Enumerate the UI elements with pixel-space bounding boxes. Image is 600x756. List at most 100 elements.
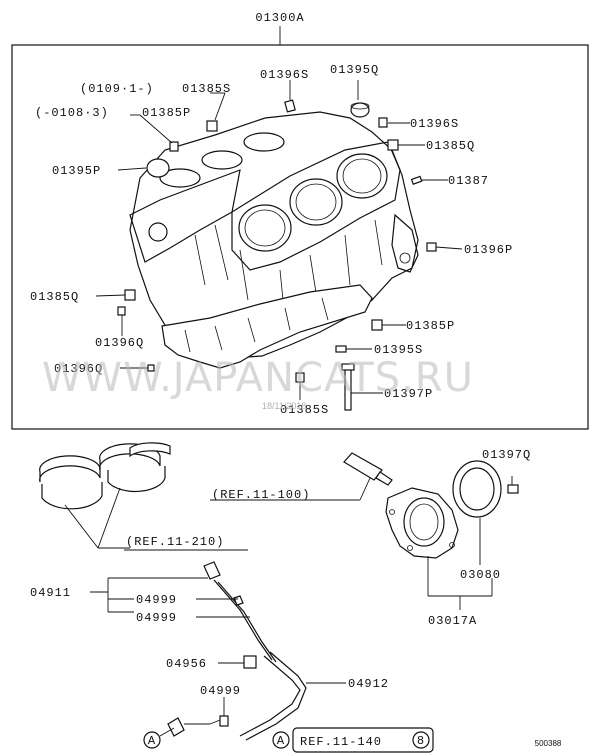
watermark: WWW.JAPANCATS.RU: [42, 355, 474, 401]
circle-a-left-text: A: [148, 734, 156, 748]
bore-1: [238, 204, 292, 252]
label-01396q-low[interactable]: 01396Q: [54, 362, 103, 376]
circle-a-right-text: A: [277, 734, 285, 748]
leader-01385s-top: [214, 92, 226, 121]
label-01385s-bottom[interactable]: 01385S: [280, 403, 329, 417]
guide-tube: [239, 651, 307, 741]
bore-1-inner: [244, 209, 286, 247]
label-01385q-left[interactable]: 01385Q: [30, 290, 79, 304]
left-bank-face: [129, 169, 241, 263]
main-bearing-webs: [184, 297, 329, 353]
oil-seal-inner: [459, 467, 495, 511]
leader-circle-a-left: [159, 727, 175, 737]
01396s-right-part: [378, 117, 388, 128]
small-parts: [117, 99, 437, 411]
left-port: [148, 222, 168, 242]
label-01396q-mid[interactable]: 01396Q: [95, 336, 144, 350]
note-0108: (-0108·3): [35, 106, 109, 120]
label-04956[interactable]: 04956: [166, 657, 207, 671]
label-01385p-right[interactable]: 01385P: [406, 319, 455, 333]
leader-arrow-link: [209, 719, 221, 725]
label-04999-c[interactable]: 04999: [200, 684, 241, 698]
bearing-lower-shell-b: [107, 466, 166, 493]
frame-leaders: [95, 80, 463, 400]
gauge-stick: [213, 579, 277, 663]
01385p-top-part: [169, 141, 179, 152]
oil-seal-case: [385, 487, 459, 559]
cylinder-block-drawing: [129, 111, 419, 369]
label-01396p[interactable]: 01396P: [464, 243, 513, 257]
oil-gauge-guide: [167, 651, 307, 741]
ref-11-140-box[interactable]: [292, 727, 434, 753]
01395s-part: [335, 345, 347, 353]
01396p-part: [426, 242, 437, 252]
leader-01395p: [117, 167, 147, 171]
circle-8: [412, 731, 430, 749]
case-bolt-hole-3: [407, 545, 413, 551]
label-03017a[interactable]: 03017A: [428, 614, 477, 628]
01385q-right-part: [387, 139, 399, 151]
bore-3-inner: [295, 183, 337, 221]
label-01395s[interactable]: 01395S: [374, 343, 423, 357]
circle-a-left[interactable]: [143, 731, 161, 749]
01395p-plug: [146, 158, 170, 178]
circle-a-right[interactable]: [272, 731, 290, 749]
bore-4: [201, 150, 243, 170]
label-01395q-top[interactable]: 01395Q: [330, 63, 379, 77]
sealant-tube-body: [343, 452, 383, 481]
leader-ref-100: [359, 477, 371, 501]
ref-11-140[interactable]: REF.11-140: [300, 735, 382, 749]
oil-seal: [452, 460, 502, 518]
label-03080[interactable]: 03080: [460, 568, 501, 582]
case-bolt-hole-2: [449, 542, 455, 548]
case-bolt-hole-1: [389, 509, 395, 515]
leader-ref-210-a: [64, 504, 99, 549]
circle-8-text: 8: [417, 734, 425, 748]
01396q-mid-part: [117, 306, 126, 316]
label-01385q-right[interactable]: 01385Q: [426, 139, 475, 153]
leader-01385p-top: [139, 114, 173, 144]
label-04911[interactable]: 04911: [30, 586, 71, 600]
label-01396s-top[interactable]: 01396S: [260, 68, 309, 82]
label-01385p-top[interactable]: 01385P: [142, 106, 191, 120]
oil-seal-case-bore-inner: [409, 503, 439, 541]
label-04999-a[interactable]: 04999: [136, 593, 177, 607]
ref-11-100[interactable]: (REF.11-100): [212, 488, 310, 502]
diagram-id: 500388: [535, 739, 562, 748]
oil-seal-case-bore: [403, 497, 445, 547]
01385p-right-part: [371, 319, 383, 331]
label-01387[interactable]: 01387: [448, 174, 489, 188]
label-01397p[interactable]: 01397P: [384, 387, 433, 401]
sealant-tube: [343, 452, 393, 486]
label-04999-b[interactable]: 04999: [136, 611, 177, 625]
label-01397q[interactable]: 01397Q: [482, 448, 531, 462]
01387-pin: [410, 175, 423, 185]
ref-11-210[interactable]: (REF.11-210): [126, 535, 224, 549]
04956-bolt: [243, 655, 257, 669]
label-04912[interactable]: 04912: [348, 677, 389, 691]
bearing-thrust-shell: [129, 442, 171, 458]
rear-boss: [391, 213, 419, 273]
label-01396s-right[interactable]: 01396S: [410, 117, 459, 131]
main-assembly-label[interactable]: 01300A: [255, 11, 304, 25]
bearing-lower-shell-a: [41, 482, 103, 510]
sealant-tube-nozzle: [375, 471, 393, 486]
label-01395p[interactable]: 01395P: [52, 164, 101, 178]
note-0109: (0109·1-): [80, 82, 154, 96]
crankcase-skirt: [161, 284, 373, 369]
bore-3: [289, 178, 343, 226]
bore-5-inner: [342, 158, 382, 194]
gauge-handle: [203, 561, 221, 580]
04999-o-ring-lower: [219, 715, 229, 727]
01395q-plug: [350, 102, 370, 118]
01385q-left-part: [124, 289, 136, 301]
right-bank-deck: [231, 141, 401, 271]
01397q-bolt: [507, 484, 519, 494]
01397p-bolt-head: [341, 363, 355, 371]
label-01385s-top[interactable]: 01385S: [182, 82, 231, 96]
01385s-top-part: [206, 120, 218, 132]
rear-boss-hole: [399, 252, 411, 264]
oil-seal-case-body: [385, 487, 459, 559]
